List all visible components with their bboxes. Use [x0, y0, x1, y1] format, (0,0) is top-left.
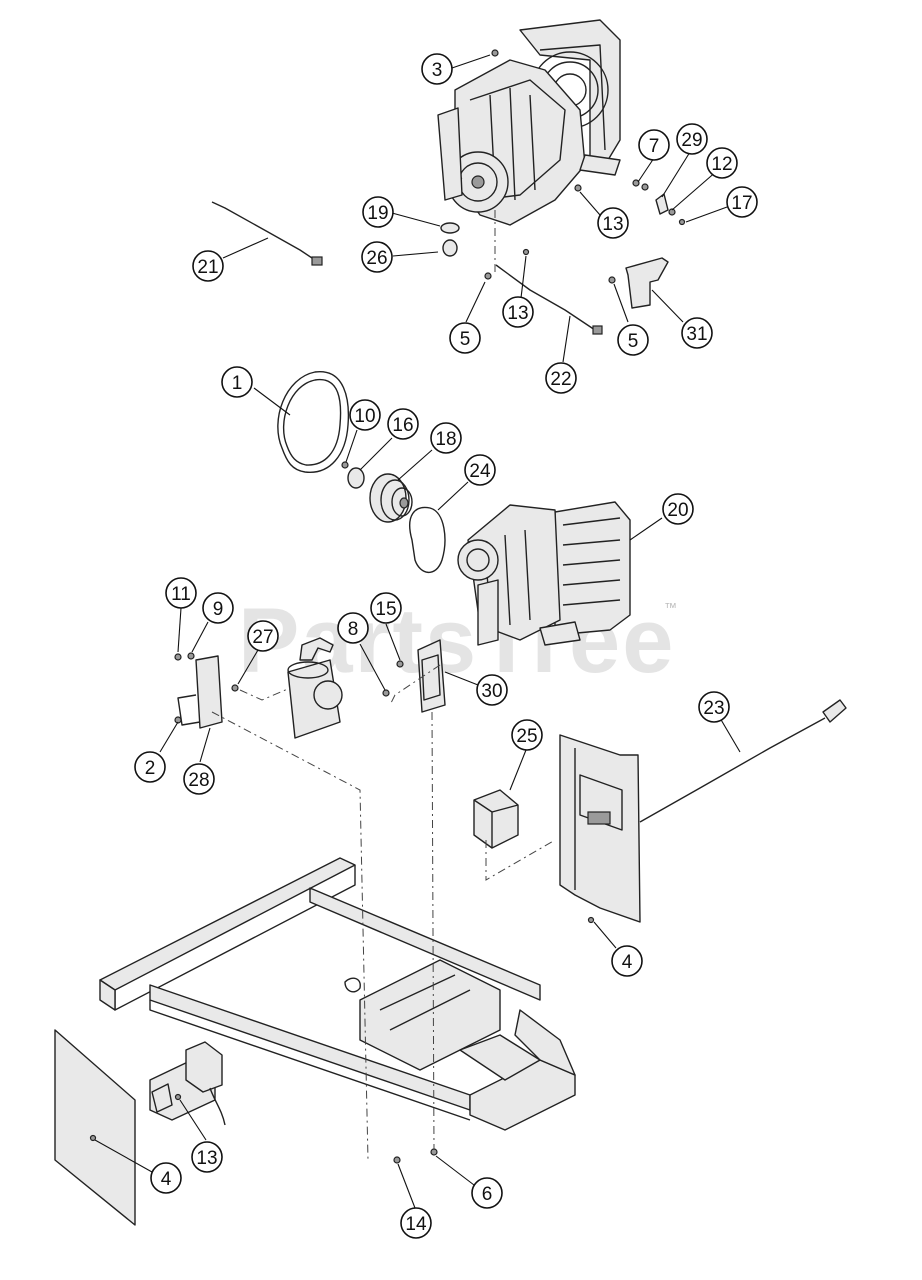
- svg-text:3: 3: [432, 60, 443, 81]
- callout-31: 31: [681, 317, 713, 349]
- svg-text:13: 13: [602, 214, 623, 235]
- alignment-lines: [211, 210, 556, 1161]
- svg-text:21: 21: [197, 257, 218, 278]
- leader-lines: [94, 54, 741, 1209]
- callout-26: 26: [361, 241, 393, 273]
- svg-text:10: 10: [354, 406, 375, 427]
- engine-assembly-top: [437, 19, 621, 226]
- svg-text:27: 27: [252, 627, 273, 648]
- svg-text:5: 5: [460, 329, 471, 350]
- svg-text:11: 11: [171, 584, 191, 605]
- watermark-trademark: ™: [664, 600, 677, 615]
- belt-pulley-group: [277, 371, 446, 574]
- svg-text:6: 6: [482, 1184, 493, 1205]
- svg-text:25: 25: [516, 726, 537, 747]
- callout-15: 15: [370, 592, 402, 624]
- svg-text:23: 23: [703, 698, 724, 719]
- callout-5: 5: [449, 322, 481, 354]
- callout-13: 13: [597, 207, 629, 239]
- callout-17: 17: [726, 186, 758, 218]
- callout-bubbles: 3 7 29 12 17 13 19 26 21 13 5 5 31 22 1 …: [134, 53, 758, 1239]
- svg-text:20: 20: [667, 500, 688, 521]
- svg-text:5: 5: [628, 331, 639, 352]
- callout-22: 22: [545, 362, 577, 394]
- svg-text:13: 13: [507, 303, 528, 324]
- svg-text:28: 28: [188, 770, 209, 791]
- callout-13: 13: [191, 1141, 223, 1173]
- callout-30: 30: [476, 674, 508, 706]
- callout-28: 28: [183, 763, 215, 795]
- callout-27: 27: [247, 620, 279, 652]
- side-panel-left: [54, 1029, 226, 1226]
- callout-8: 8: [337, 612, 369, 644]
- svg-text:14: 14: [405, 1214, 427, 1235]
- svg-text:16: 16: [392, 415, 413, 436]
- callout-10: 10: [349, 399, 381, 431]
- callout-25: 25: [511, 719, 543, 751]
- svg-text:1: 1: [232, 373, 243, 394]
- chassis-frame: [99, 857, 576, 1131]
- callout-5: 5: [617, 324, 649, 356]
- callout-18: 18: [430, 422, 462, 454]
- svg-text:18: 18: [435, 429, 456, 450]
- callout-20: 20: [662, 493, 694, 525]
- callout-7: 7: [638, 129, 670, 161]
- svg-text:24: 24: [469, 461, 491, 482]
- callout-11: 11: [165, 577, 197, 609]
- callout-14: 14: [400, 1207, 432, 1239]
- hardware-bottom: [393, 1148, 438, 1164]
- callout-13: 13: [502, 296, 534, 328]
- svg-text:17: 17: [731, 193, 752, 214]
- svg-text:12: 12: [711, 154, 732, 175]
- hardware-top: [211, 49, 686, 335]
- callout-2: 2: [134, 751, 166, 783]
- callout-3: 3: [421, 53, 453, 85]
- callout-16: 16: [387, 408, 419, 440]
- callout-21: 21: [192, 250, 224, 282]
- svg-text:19: 19: [367, 203, 388, 224]
- svg-text:8: 8: [348, 619, 359, 640]
- svg-text:26: 26: [366, 248, 387, 269]
- callout-4: 4: [150, 1162, 182, 1194]
- svg-text:31: 31: [686, 324, 707, 345]
- callout-6: 6: [471, 1177, 503, 1209]
- callout-1: 1: [221, 366, 253, 398]
- control-panel-assembly: [473, 699, 847, 924]
- callout-9: 9: [202, 592, 234, 624]
- svg-text:7: 7: [649, 136, 660, 157]
- engine-assembly-middle: [457, 501, 631, 646]
- callout-29: 29: [676, 123, 708, 155]
- callout-24: 24: [464, 454, 496, 486]
- svg-text:15: 15: [375, 599, 396, 620]
- callout-12: 12: [706, 147, 738, 179]
- svg-text:2: 2: [145, 758, 156, 779]
- callout-23: 23: [698, 691, 730, 723]
- svg-text:4: 4: [161, 1169, 172, 1190]
- svg-text:4: 4: [622, 952, 633, 973]
- callout-4: 4: [611, 945, 643, 977]
- svg-text:22: 22: [550, 369, 571, 390]
- callout-19: 19: [362, 196, 394, 228]
- muffler-brackets: [174, 637, 446, 739]
- svg-text:13: 13: [196, 1148, 217, 1169]
- svg-text:29: 29: [681, 130, 702, 151]
- svg-text:30: 30: [481, 681, 502, 702]
- svg-text:9: 9: [213, 599, 224, 620]
